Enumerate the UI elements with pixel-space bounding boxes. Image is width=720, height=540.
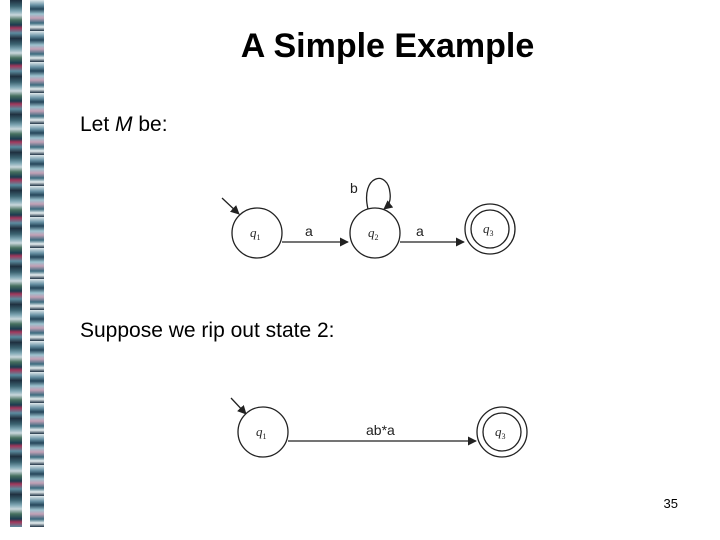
state-q3-accept: q3 (477, 407, 527, 457)
dfa-diagram-ripped: q1 ab*a q3 (200, 390, 540, 465)
intro-prefix: Let (80, 113, 115, 136)
state-q3-accept: q3 (465, 204, 515, 254)
state-q2: q2 (350, 208, 400, 258)
transition-q1-q3-label: ab*a (366, 422, 395, 438)
intro-text: Let M be: (80, 113, 168, 137)
state-q3-sub: 3 (490, 229, 494, 238)
transition-q2-self-loop (367, 178, 391, 209)
state-q2-sub: 2 (375, 233, 379, 242)
state-q1: q1 (238, 407, 288, 457)
transition-q1-q2-label: a (305, 223, 313, 239)
state-q1-sub: 1 (263, 432, 267, 441)
decorative-border-strip-left (10, 0, 22, 527)
transition-q2-q3-label: a (416, 223, 424, 239)
dfa-diagram-original: q1 a q2 b a q3 (200, 165, 530, 270)
start-arrow (222, 198, 239, 214)
intro-suffix: be: (133, 113, 168, 136)
state-q1: q1 (232, 208, 282, 258)
machine-variable: M (115, 113, 133, 136)
start-arrow (231, 398, 246, 414)
state-q3-sub: 3 (502, 432, 506, 441)
transition-q2-loop-label: b (350, 180, 358, 196)
state-q1-sub: 1 (257, 233, 261, 242)
slide-title: A Simple Example (0, 27, 720, 66)
page-number: 35 (664, 496, 678, 511)
decorative-border-strip-right (30, 0, 44, 527)
rip-text: Suppose we rip out state 2: (80, 319, 335, 343)
